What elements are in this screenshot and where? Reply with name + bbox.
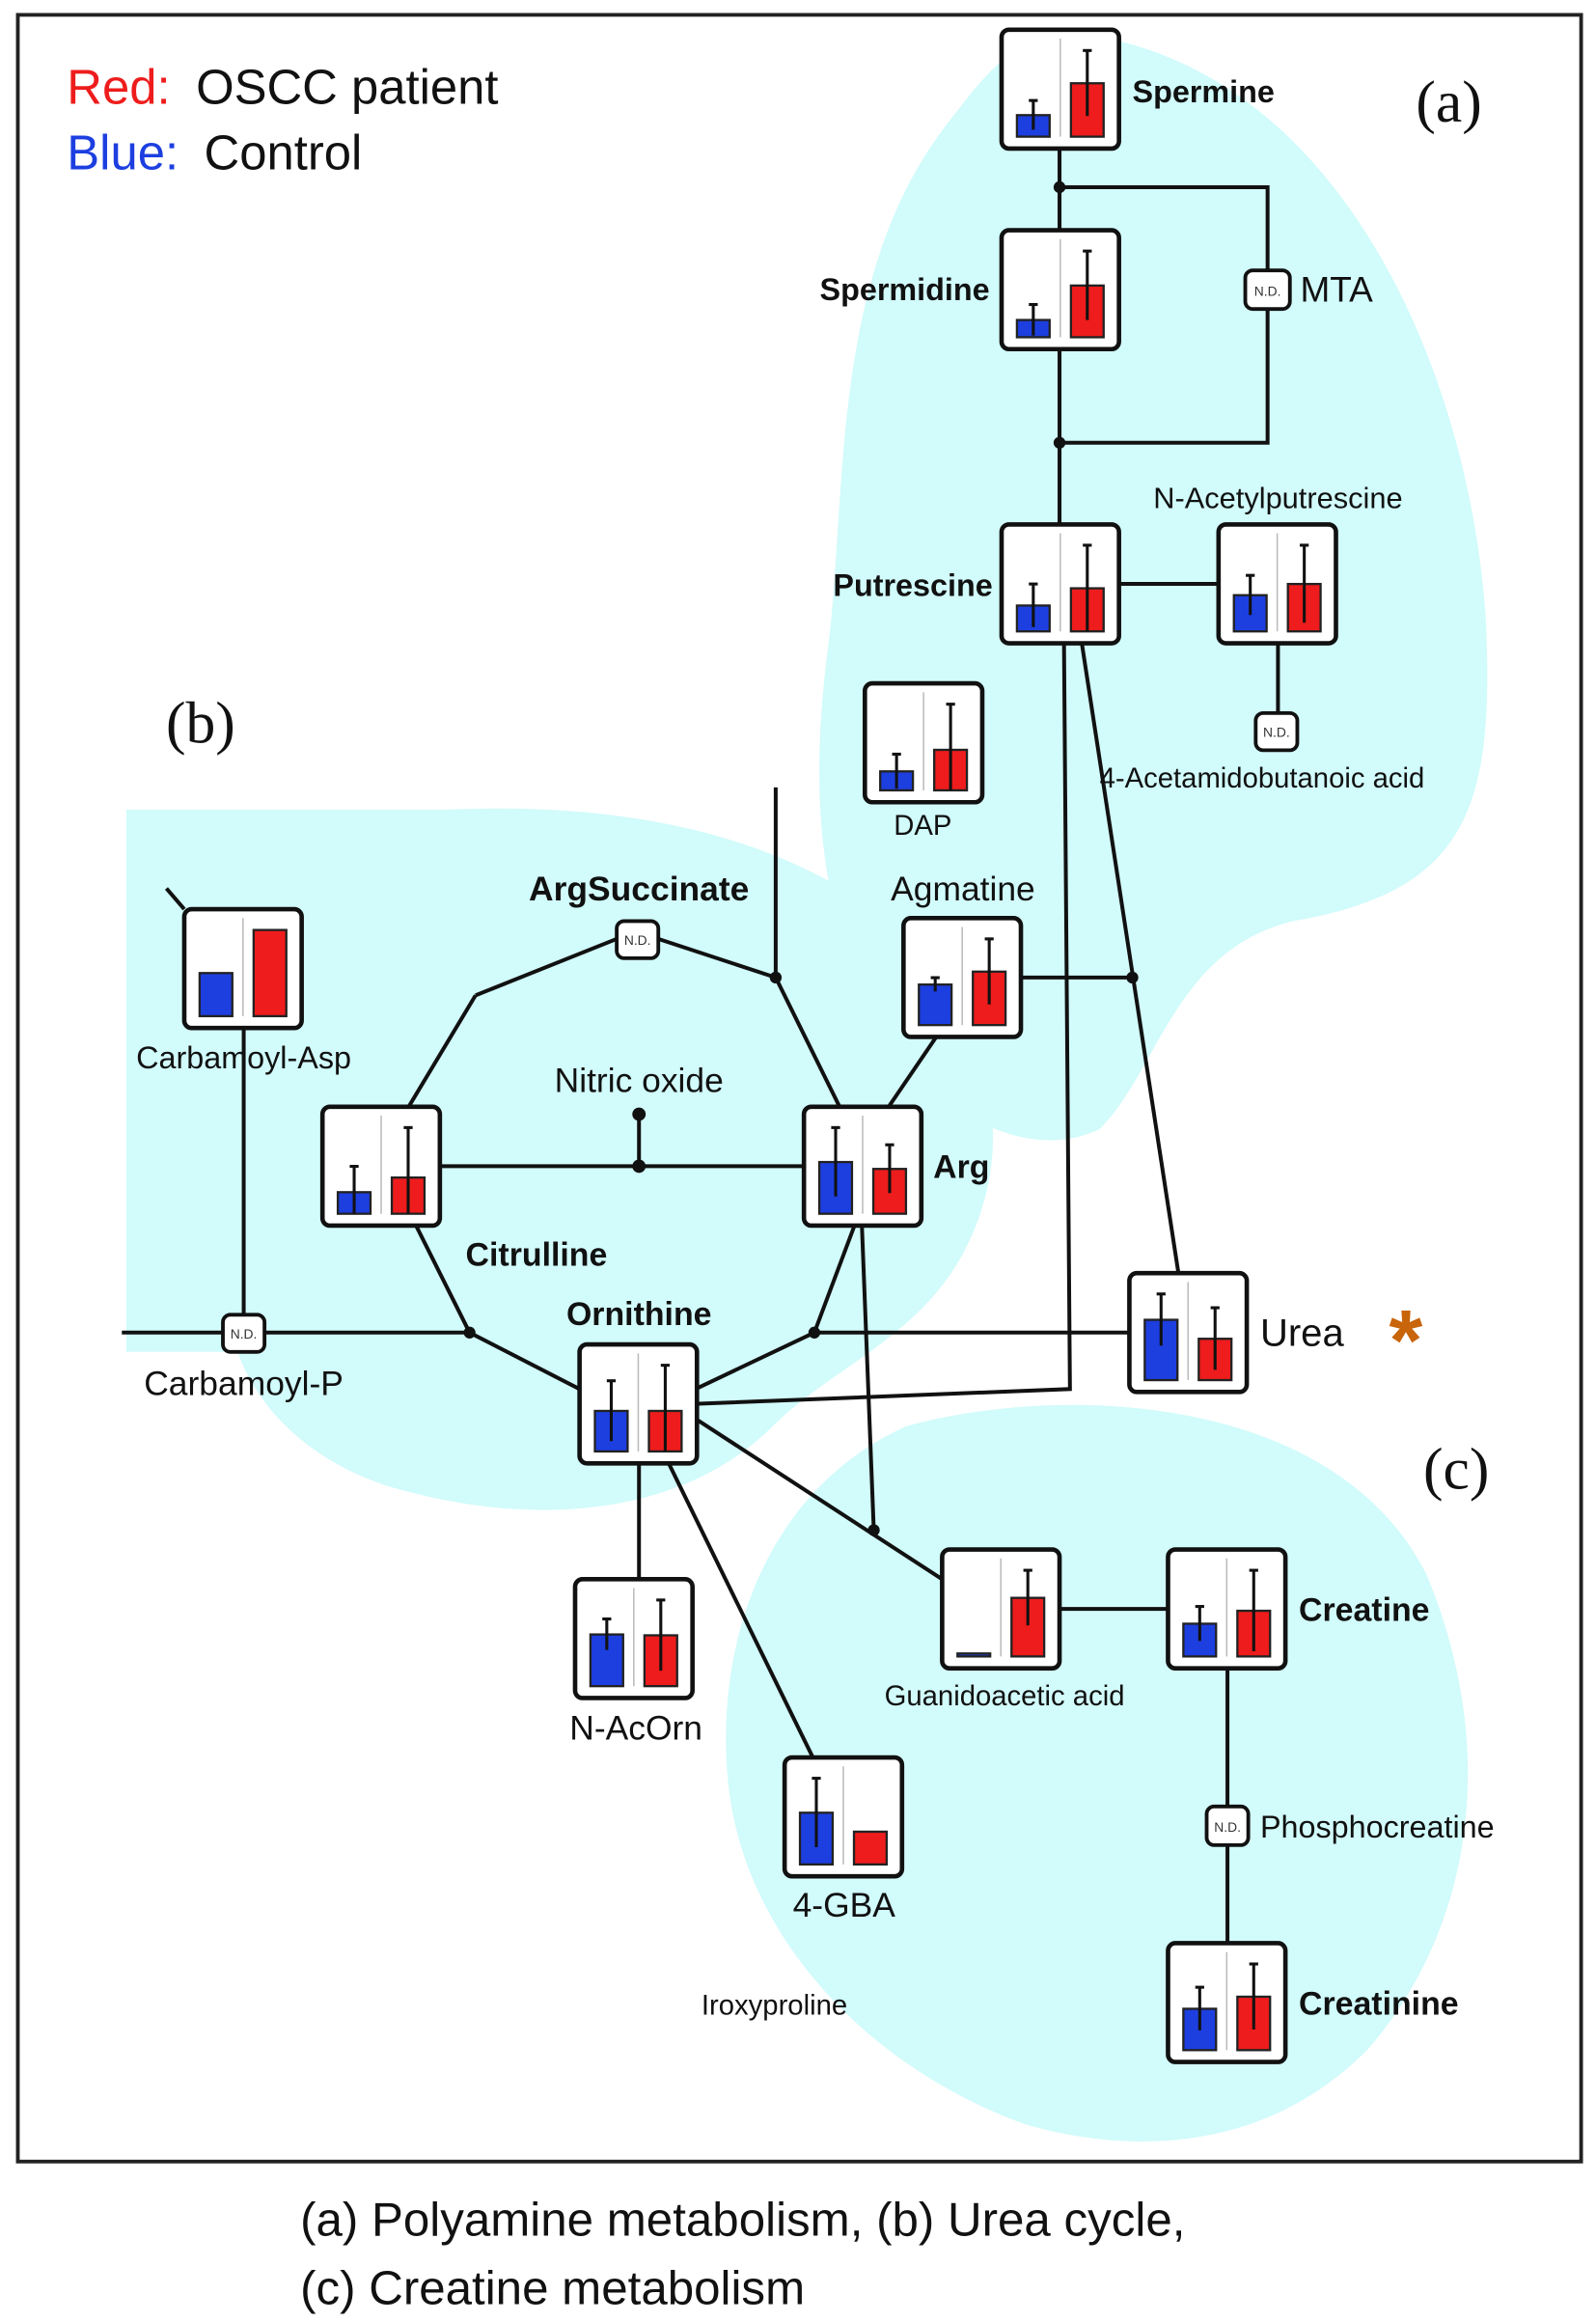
legend-blue-key: Blue: <box>67 124 179 180</box>
junction-dot <box>632 1159 647 1174</box>
junction-dot <box>867 1524 880 1536</box>
node-guanidoacetic-acid <box>940 1547 1062 1671</box>
edge-mta-loop <box>1059 184 1270 445</box>
node-ornithine <box>577 1341 700 1466</box>
node-arg <box>801 1104 924 1229</box>
control-bar <box>956 1652 992 1658</box>
region-polyamine <box>819 32 1488 1141</box>
label-arg: Arg <box>933 1149 989 1186</box>
junction-dots <box>463 180 1139 1536</box>
nd-node-carbamoyl-p: N.D. <box>221 1313 267 1354</box>
edge-putrescine-ornithine <box>695 643 1072 1406</box>
edge-arg-ornithine <box>812 1225 857 1334</box>
node-creatine <box>1166 1547 1288 1671</box>
label-nitric-oxide: Nitric oxide <box>555 1061 724 1099</box>
nd-text: N.D. <box>1214 1819 1241 1835</box>
pathway-edges <box>122 148 1280 1944</box>
node-carbamoyl-asp <box>181 906 304 1031</box>
junction-dot <box>808 1326 821 1339</box>
panel-label-c: (c) <box>1423 1436 1489 1502</box>
panel-label-a: (a) <box>1416 69 1481 135</box>
edge-citrulline-argsuccinate <box>406 994 478 1108</box>
label-4-gba: 4-GBA <box>793 1886 896 1924</box>
edge-arg-guanidoacetic <box>860 1225 876 1531</box>
caption-line-1: (a) Polyamine metabolism, (b) Urea cycle… <box>300 2194 1185 2247</box>
panel-label-b: (b) <box>166 691 235 757</box>
nitric-oxide-dot <box>632 1107 647 1121</box>
label-creatinine: Creatinine <box>1299 1985 1459 2022</box>
edge-argsuccinate-right <box>657 936 777 980</box>
label-spermidine: Spermidine <box>820 272 990 307</box>
node-dap <box>862 680 985 805</box>
node-spermine <box>999 27 1121 152</box>
region-urea-cycle <box>125 808 994 1510</box>
edge-carbamoylasp-in <box>164 887 186 911</box>
junction-dot <box>1126 971 1139 984</box>
label-agmatine: Agmatine <box>891 870 1035 908</box>
legend-patient: Red: OSCC patient <box>67 60 498 115</box>
label-spermine: Spermine <box>1133 74 1275 109</box>
node-urea <box>1127 1270 1250 1395</box>
edge-agmatine-arg <box>887 1036 938 1108</box>
edge-putrescine-urea <box>1080 643 1181 1274</box>
label-urea: Urea <box>1260 1313 1344 1355</box>
junction-dot <box>463 1326 476 1339</box>
nd-node-mta: N.D. <box>1243 268 1292 312</box>
label-carbamoyl-asp: Carbamoyl-Asp <box>136 1040 351 1075</box>
edge-argsuccinate-arg <box>774 977 841 1108</box>
label-ornithine: Ornithine <box>566 1296 712 1333</box>
label-citrulline: Citrulline <box>466 1237 608 1274</box>
label-4-acetamidobutanoic-acid: 4-Acetamidobutanoic acid <box>1100 763 1425 794</box>
label-creatine: Creatine <box>1299 1591 1430 1628</box>
edge-ornithine-guanidoacetic <box>694 1417 944 1582</box>
edge-ornithine-4gba <box>667 1462 815 1758</box>
node-creatinine <box>1166 1941 1288 2064</box>
label-guanidoacetic-acid: Guanidoacetic acid <box>885 1681 1125 1712</box>
label-mta: MTA <box>1301 269 1374 309</box>
junction-dot <box>1053 436 1066 449</box>
nd-node-phosphocreatine: N.D. <box>1204 1804 1251 1847</box>
legend: Red: OSCC patient Blue: Control <box>67 60 498 180</box>
legend-red-value: OSCC patient <box>196 60 498 115</box>
nd-text: N.D. <box>231 1326 258 1341</box>
legend-control: Blue: Control <box>67 124 362 180</box>
label-n-acetylputrescine: N-Acetylputrescine <box>1153 481 1402 514</box>
label-argsuccinate: ArgSuccinate <box>529 870 749 908</box>
node-gba-4 <box>782 1755 905 1879</box>
junction-dot <box>769 971 783 984</box>
nd-text: N.D. <box>624 932 651 948</box>
nd-node-argsuccinate: N.D. <box>615 919 661 960</box>
label-dap: DAP <box>894 811 951 842</box>
figure-frame <box>15 13 1583 2164</box>
control-bar <box>198 972 234 1018</box>
legend-red-key: Red: <box>67 60 170 115</box>
node-n-acetylputrescine <box>1216 522 1338 646</box>
legend-blue-value: Control <box>205 124 363 180</box>
nd-text: N.D. <box>1263 725 1290 740</box>
label-phosphocreatine: Phosphocreatine <box>1260 1810 1495 1844</box>
label-n-acorn: N-AcOrn <box>569 1709 702 1748</box>
label-carbamoyl-p: Carbamoyl-P <box>144 1364 344 1402</box>
edge-junction-ornithine-right <box>694 1330 815 1392</box>
node-n-acorn <box>572 1577 695 1700</box>
metabolite-nodes <box>181 27 1338 2064</box>
node-spermidine <box>999 228 1121 352</box>
patient-bar <box>852 1830 889 1866</box>
node-agmatine <box>901 916 1024 1039</box>
node-citrulline <box>319 1104 443 1229</box>
significance-star-icon: * <box>1389 1291 1422 1388</box>
nd-node-acetamidobutanoic: N.D. <box>1253 710 1300 753</box>
edge-citrulline-ornithine <box>414 1225 472 1334</box>
junction-dot <box>1053 180 1066 194</box>
patient-bar <box>252 928 288 1018</box>
label-hydroxyproline-partial: Iroxyproline <box>702 1990 847 2021</box>
edge-argsuccinate-left <box>475 937 618 998</box>
node-putrescine <box>999 522 1121 646</box>
label-putrescine: Putrescine <box>833 567 992 602</box>
caption-line-2: (c) Creatine metabolism <box>300 2262 805 2315</box>
edge-junction-ornithine-left <box>468 1331 581 1392</box>
labels: Spermine Spermidine MTA Putrescine N-Ace… <box>136 74 1494 2022</box>
nd-text: N.D. <box>1254 283 1281 298</box>
